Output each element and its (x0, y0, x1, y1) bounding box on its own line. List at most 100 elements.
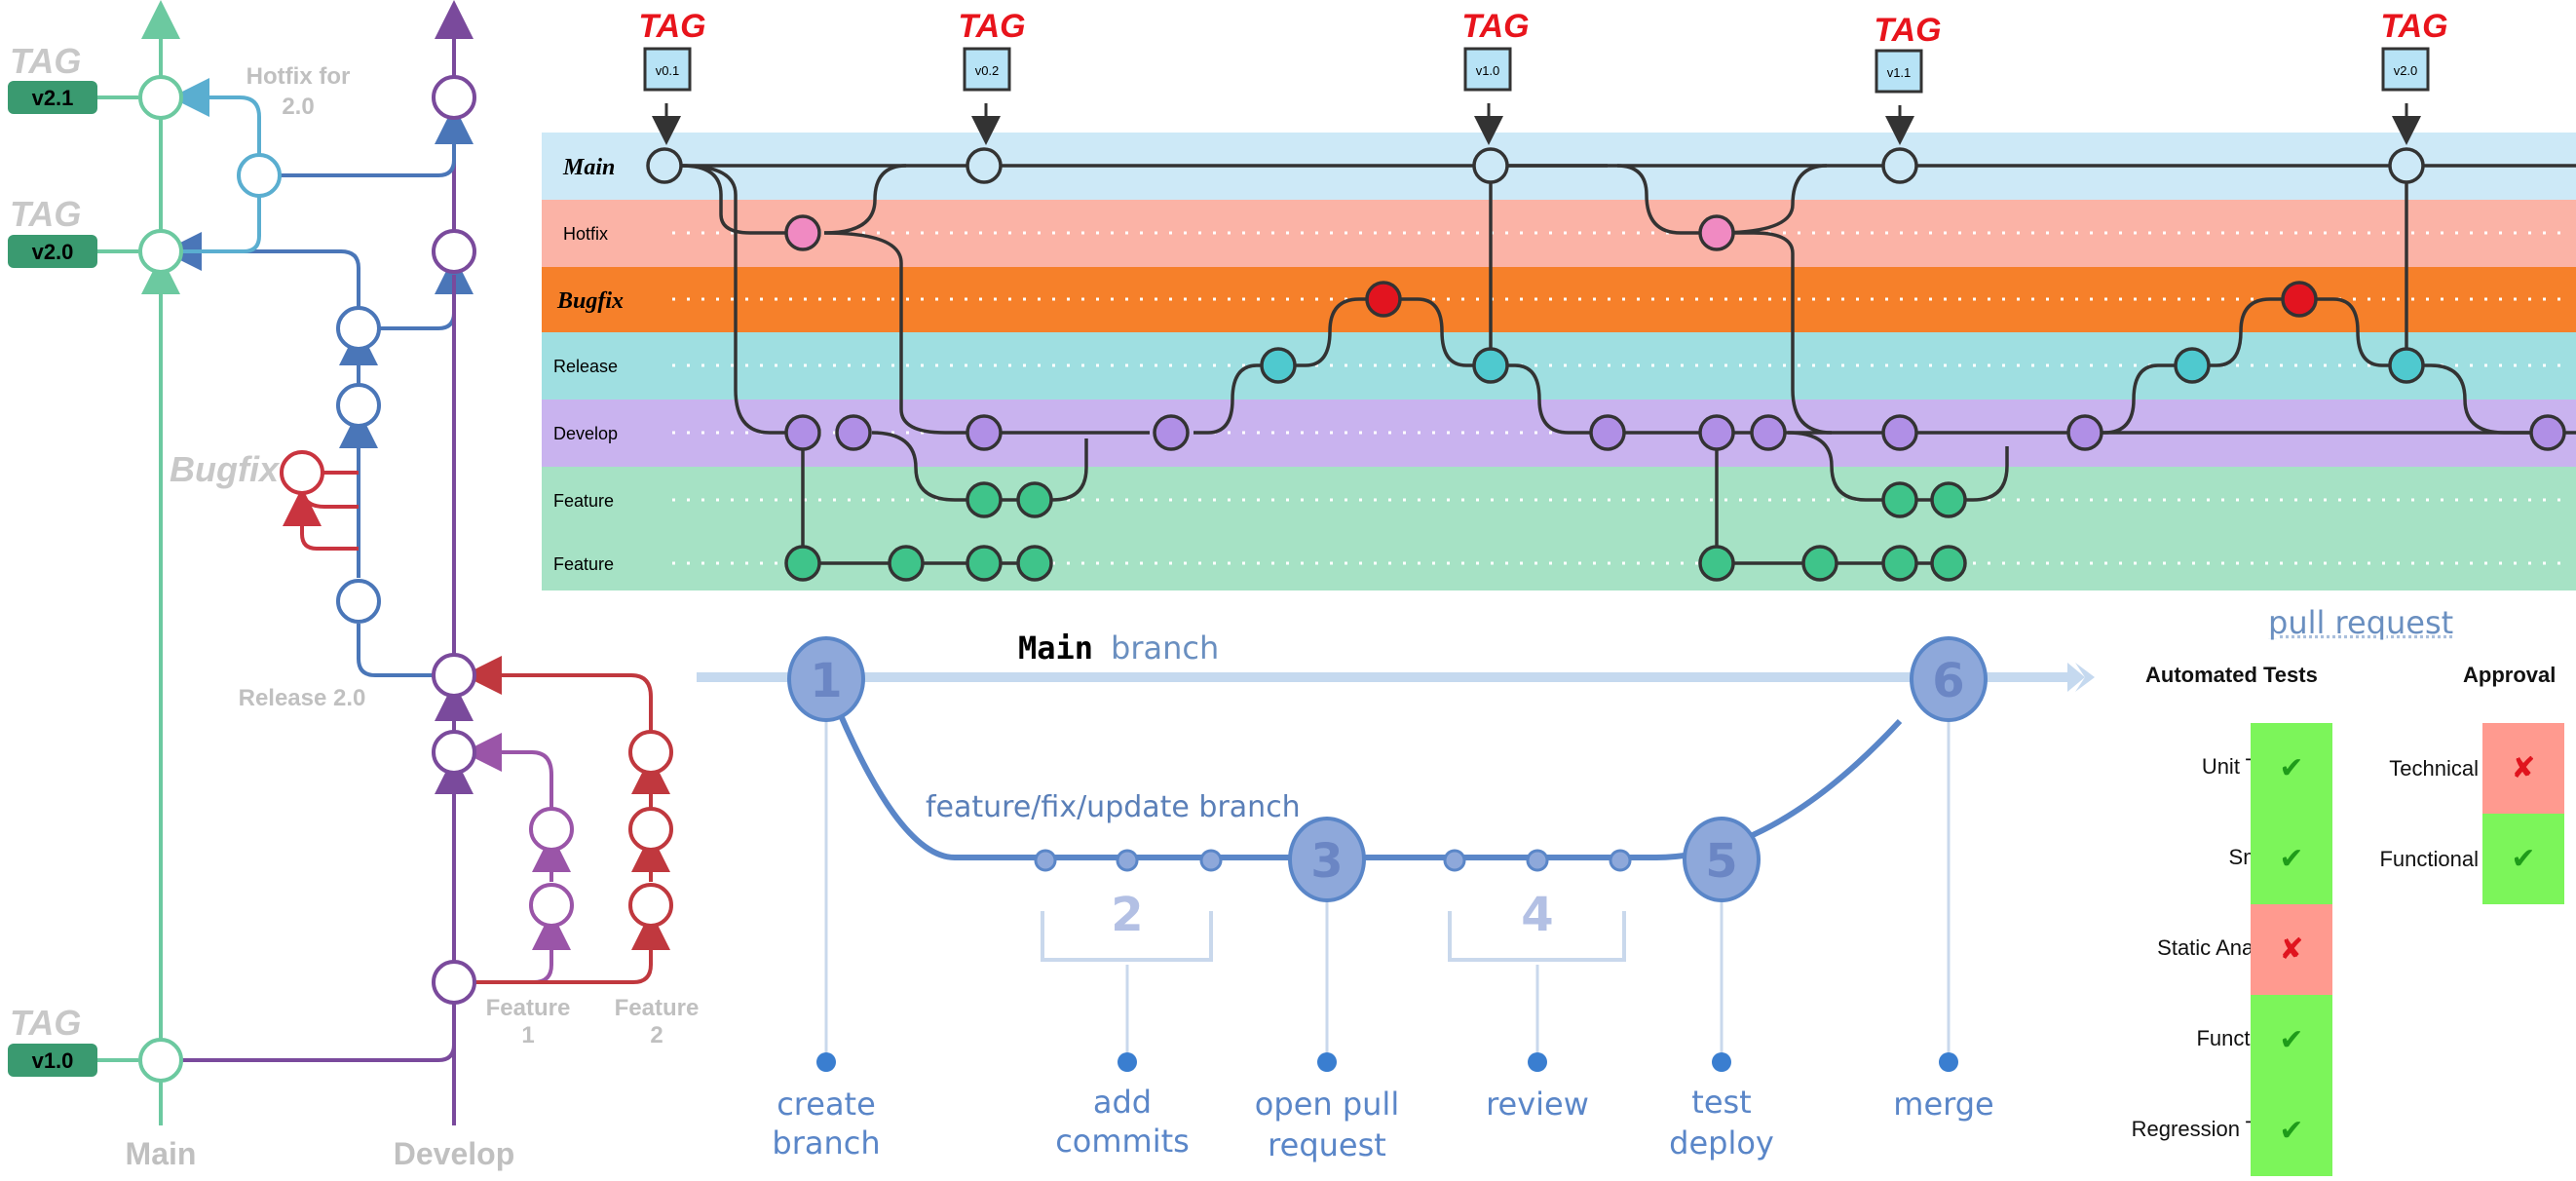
tag-label: TAG (1874, 12, 1941, 49)
version-box (2381, 47, 2430, 92)
lane-label-hotfix: Hotfix (563, 224, 608, 244)
step-label: test (1691, 1084, 1751, 1121)
develop-commit (432, 730, 476, 775)
feature-commit (966, 545, 1003, 582)
hotfix-commit (237, 153, 282, 198)
step-number: 6 (1932, 654, 1964, 708)
version-text: v0.1 (656, 63, 680, 78)
step-label: branch (772, 1124, 880, 1162)
version-text: v2.0 (2394, 63, 2418, 78)
check-icon: ✔ (2279, 843, 2304, 875)
step-number: 2 (1111, 888, 1143, 942)
step-label: request (1268, 1126, 1386, 1163)
lane-release (542, 332, 2576, 400)
develop-commit (432, 75, 476, 120)
version-text: v1.0 (1476, 63, 1500, 78)
bugfix-commit (1365, 281, 1402, 318)
tag-label: TAG (10, 194, 81, 234)
main-commit (2388, 147, 2425, 184)
main-commit-v1-0 (138, 1038, 183, 1083)
develop-commit (1589, 414, 1626, 451)
version-text: v1.0 (32, 1048, 74, 1073)
pull-request-checklist: Automated Tests Approval Unit Tests ✔ Sm… (2027, 624, 2576, 1181)
hotfix-label-version: 2.0 (282, 94, 314, 120)
version-text: v1.1 (1887, 65, 1912, 80)
version-box (643, 47, 692, 92)
step-number: 3 (1310, 834, 1343, 889)
release-commit (336, 383, 381, 428)
feature-commit (1930, 545, 1967, 582)
feature1-label: Feature (486, 995, 571, 1021)
lane-label-bugfix: Bugfix (556, 288, 624, 314)
check-icon: ✔ (2279, 1115, 2304, 1147)
version-text: v2.1 (32, 86, 74, 110)
feature-commit (1881, 481, 1918, 518)
step-label: create (777, 1086, 876, 1123)
step-label: merge (1893, 1086, 1993, 1123)
step-5-circle (1683, 817, 1761, 902)
main-commit-v2-0 (138, 229, 183, 274)
feature-commit (784, 545, 821, 582)
main-branch-label-2: branch (1111, 629, 1219, 667)
approval-label: Functional (2379, 847, 2479, 871)
left-gitflow: TAG v2.1 TAG v2.0 TAG v1.0 Hotfix for 2.… (8, 0, 700, 1171)
lane-label-main: Main (562, 155, 615, 180)
feature2-label: Feature (615, 995, 700, 1021)
develop-commit (1153, 414, 1190, 451)
feature-commit (1881, 545, 1918, 582)
release-label: Release 2.0 (239, 685, 366, 711)
feature1-commit (529, 807, 574, 852)
step-label: add (1093, 1084, 1152, 1121)
develop-axis-label: Develop (394, 1136, 514, 1171)
step-1-circle (787, 636, 865, 722)
feature2-commit (628, 730, 673, 775)
step-number: 1 (810, 654, 842, 708)
feature-branch-line (823, 678, 1903, 860)
main-commit (1881, 147, 1918, 184)
lane-label-release: Release (553, 357, 618, 376)
version-text: v0.2 (975, 63, 1000, 78)
lane-label-feature-1: Feature (553, 491, 614, 511)
develop-commit (966, 414, 1003, 451)
develop-commit (784, 414, 821, 451)
step-label: review (1486, 1086, 1589, 1123)
test-status: ✘ (2251, 904, 2332, 995)
lane-label-develop: Develop (553, 424, 618, 443)
feature-commit (1930, 481, 1967, 518)
tag-label: TAG (958, 8, 1025, 45)
release-commit (1260, 347, 1297, 384)
develop-commit (2066, 414, 2103, 451)
feature-commit (1698, 545, 1735, 582)
main-commit (966, 147, 1003, 184)
main-commit-v2-1 (138, 75, 183, 120)
release-commit (336, 579, 381, 624)
test-status: ✔ (2251, 995, 2332, 1086)
release-commit (2174, 347, 2211, 384)
release-commit (2388, 347, 2425, 384)
release-commit (336, 306, 381, 351)
cross-icon: ✘ (2511, 752, 2536, 784)
hotfix-commit (784, 214, 821, 251)
version-box (963, 47, 1011, 92)
develop-commit (432, 229, 476, 274)
develop-commit (1881, 414, 1918, 451)
tag-label: TAG (2380, 8, 2447, 45)
feature1-commit (529, 883, 574, 928)
feature2-label-number: 2 (650, 1022, 663, 1048)
step-number: 4 (1521, 888, 1553, 942)
develop-commit (432, 960, 476, 1005)
hotfix-label: Hotfix for (246, 63, 351, 90)
feature1-label-number: 1 (521, 1022, 534, 1048)
check-icon: ✔ (2279, 752, 2304, 784)
release-commit (1472, 347, 1509, 384)
feature-commit (1801, 545, 1838, 582)
bugfix-commit (2281, 281, 2318, 318)
bugfix-commit (280, 450, 324, 495)
step-6-circle (1910, 636, 1988, 722)
develop-commit (2529, 414, 2566, 451)
bugfix-label: Bugfix (170, 449, 281, 489)
main-commit (646, 147, 683, 184)
feature-commit (1016, 481, 1053, 518)
step-label: open pull (1255, 1086, 1399, 1123)
swimlane-tags: TAG v0.1 TAG v0.2 TAG v1.0 TAG v1.1 TAG … (638, 8, 2448, 145)
